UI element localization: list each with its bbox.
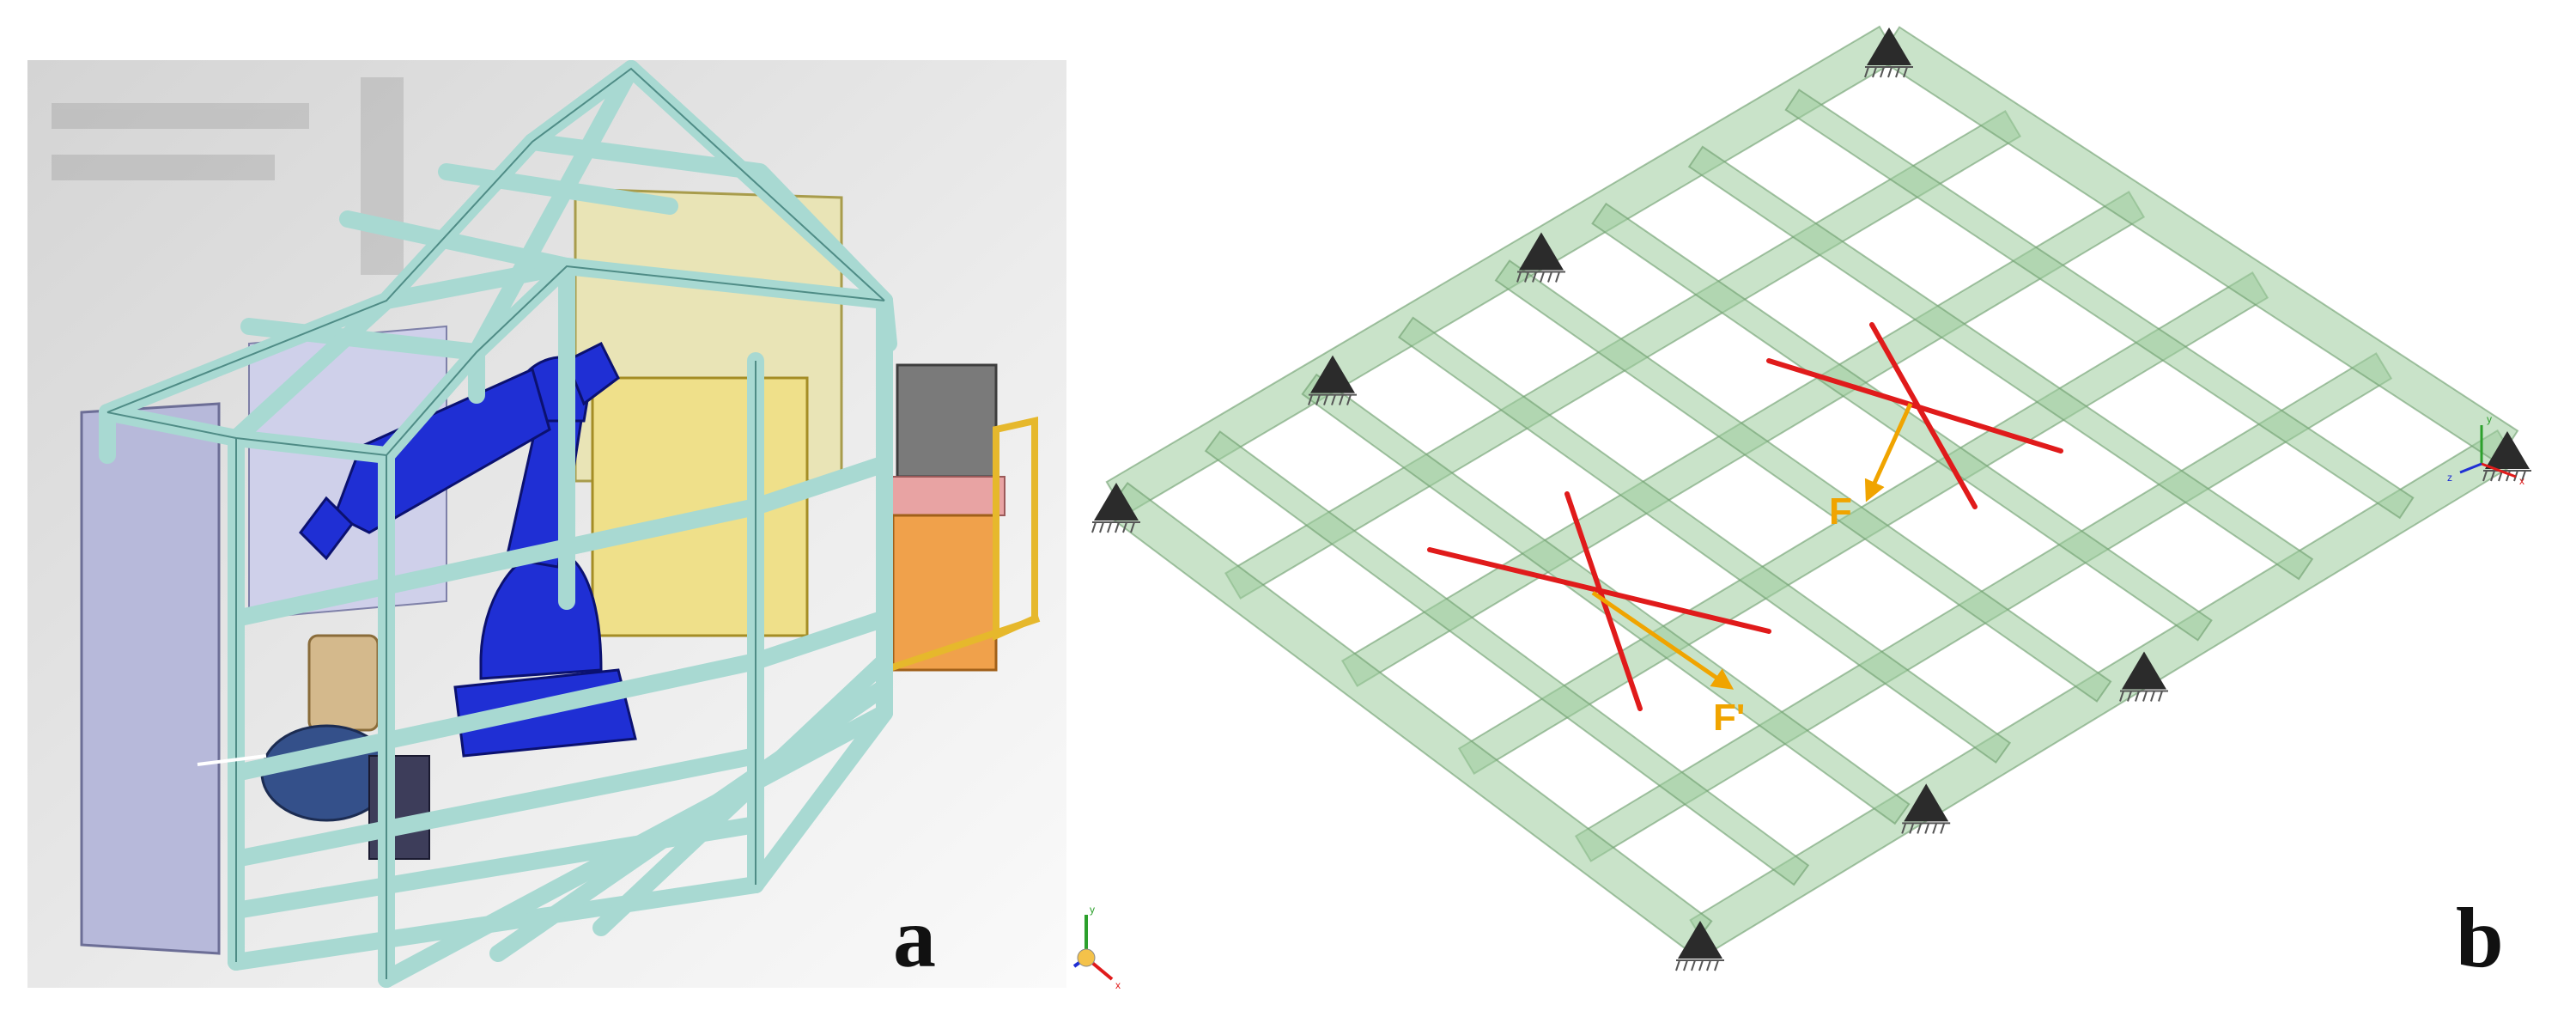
axis-y-label: y (2487, 413, 2492, 425)
support-triangle (1091, 483, 1140, 533)
axis-z-label: z (2447, 472, 2452, 484)
axis-x-label-small: x (1115, 979, 1121, 991)
panel-label-a: a (893, 890, 936, 985)
support-triangle (1516, 232, 1565, 283)
cross-beam (1784, 88, 2415, 520)
support-triangle (1901, 783, 1951, 834)
stress-line-upper-1 (1766, 358, 2063, 454)
panel-label-b: b (2456, 890, 2504, 985)
support-triangle (2119, 651, 2168, 702)
yellow-guard-rail (883, 615, 1041, 673)
cage-frame-edges (106, 67, 885, 979)
force-label-f: F (1829, 490, 1852, 533)
control-cabinet (896, 363, 998, 478)
support-triangle (1675, 921, 1724, 971)
axis-y-label-small: y (1090, 904, 1095, 916)
support-triangle (2482, 431, 2531, 482)
cross-beam (1204, 430, 1810, 886)
enclosure-back-panel (248, 325, 447, 620)
cross-beam (1397, 316, 2012, 764)
orange-cage (891, 514, 998, 672)
cross-beam (1494, 259, 2112, 703)
cabinet-base (888, 476, 1005, 516)
axis-x-label: x (2519, 475, 2524, 487)
beam-grid (1103, 25, 2519, 954)
force-arrow-f-prime (1591, 590, 1735, 690)
support-triangle (1864, 27, 1913, 78)
enclosure-side-panel (80, 402, 221, 955)
panel-b: F F' y x z (1091, 25, 2531, 971)
force-label-f-prime: F' (1713, 697, 1745, 739)
force-arrows (1591, 402, 1913, 690)
door-rail (197, 754, 267, 766)
supports (1091, 27, 2531, 971)
cross-beam (1877, 26, 2519, 464)
stress-line-upper-2 (1869, 322, 1978, 509)
axis-triad-large: y x z (2447, 413, 2524, 487)
cross-beam (1687, 145, 2314, 581)
cross-beam (1103, 482, 1713, 953)
force-arrow-f (1864, 402, 1913, 502)
axis-triad-small: y x (1072, 904, 1121, 991)
workpiece-cylinder (307, 634, 380, 732)
support-triangle (1308, 355, 1357, 405)
panel-a (27, 60, 1066, 988)
stress-lines (1427, 322, 2063, 711)
